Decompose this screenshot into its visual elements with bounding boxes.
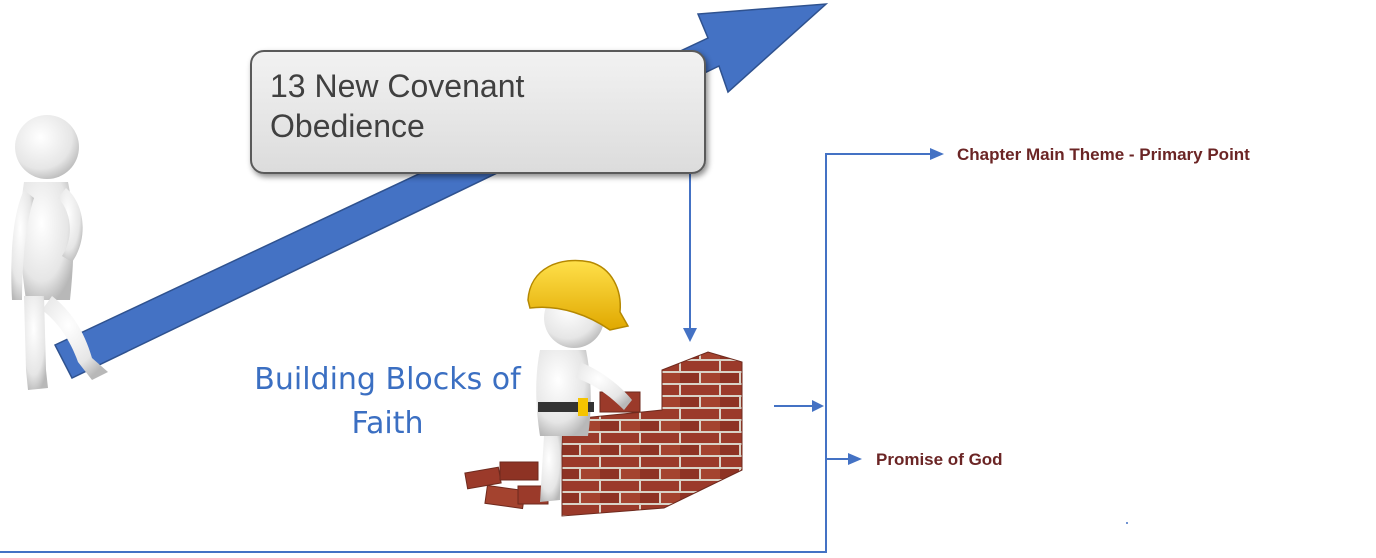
- promise-label: Promise of God: [876, 450, 1003, 469]
- callout-connector: [683, 172, 697, 342]
- builder-figure-icon: [527, 259, 632, 502]
- callout-box: 13 New Covenant Obedience: [250, 50, 706, 174]
- bracket-connector: [0, 148, 944, 553]
- main-theme-label: Chapter Main Theme - Primary Point: [957, 145, 1250, 164]
- wall-to-bracket-arrow: [774, 400, 824, 412]
- stray-dot: [1126, 522, 1128, 524]
- stick-figure-icon: [11, 115, 108, 390]
- brick-wall-icon: [464, 351, 743, 517]
- callout-text: 13 New Covenant Obedience: [270, 68, 525, 144]
- building-blocks-title: Building Blocks of Faith: [254, 362, 521, 441]
